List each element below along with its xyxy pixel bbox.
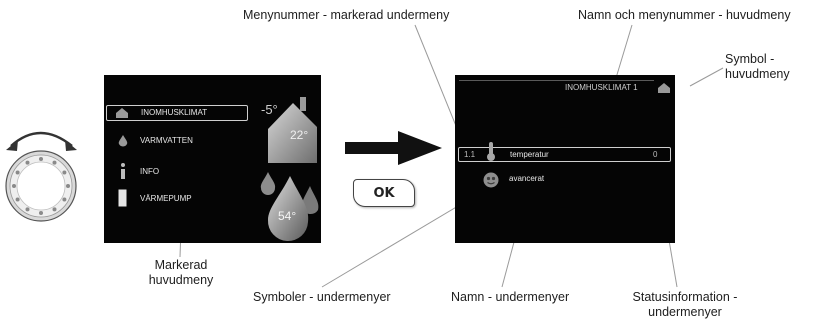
label-symbols-submenus: Symboler - undermenyer [253,290,391,304]
leader-main-name [615,24,633,79]
rotation-arrowhead-left [6,140,18,151]
label-marked-main-line1: Markerad [154,258,208,272]
heat-pump-icon [118,189,127,207]
drop-icon [118,135,128,147]
ok-button[interactable]: OK [353,179,415,207]
submenu-header-line [459,80,654,81]
info-icon [121,163,125,179]
submenu-row-temperatur[interactable]: 1.1 temperatur 0 [458,142,671,162]
main-menu-screen: INOMHUSKLIMAT VARMVATTEN INFO VÄRMEPUMP [104,75,321,243]
label-status-line1: Statusinformation - [632,290,738,304]
rotation-arrowhead-right [65,140,77,151]
label-symbol-main-line2: huvudmeny [725,67,790,81]
submenu-row-label: avancerat [509,174,545,183]
submenu-screen: INOMHUSKLIMAT 1 1.1 temperatur 0 avancer… [455,75,675,243]
main-menu-item-varmvatten[interactable]: VARMVATTEN [107,133,247,147]
main-menu-item-inomhusklimat[interactable]: INOMHUSKLIMAT [106,105,248,121]
label-marked-main: Markerad huvudmeny [121,258,241,288]
label-symbol-main: Symbol - huvudmeny [725,52,790,82]
submenu-row-status: 0 [653,150,658,159]
submenu-row-number: 1.1 [464,150,476,159]
ok-button-label: OK [373,185,395,201]
house-icon [116,108,128,118]
label-name-submenus: Namn - undermenyer [451,290,570,304]
main-menu-item-varmepump[interactable]: VÄRMEPUMP [107,189,247,207]
submenu-header-title: INOMHUSKLIMAT 1 [565,83,638,92]
main-menu-item-label: INFO [140,167,160,176]
main-menu-item-info[interactable]: INFO [107,163,247,179]
main-menu-item-label: INOMHUSKLIMAT [141,108,208,117]
main-menu-item-label: VÄRMEPUMP [140,194,192,203]
label-menu-number-submenu: Menynummer - markerad undermeny [243,8,450,22]
forward-arrow-icon [345,131,442,165]
main-menu-item-label: VARMVATTEN [140,136,193,145]
thermometer-icon [487,142,495,161]
label-name-menu-number-main: Namn och menynummer - huvudmeny [578,8,791,22]
submenu-row-avancerat[interactable]: avancerat [458,171,669,189]
outdoor-temperature: -5° [261,102,278,117]
indoor-temperature: 22° [290,128,309,142]
submenu-row-label: temperatur [510,150,549,159]
rotation-arrow [10,131,73,147]
label-status-line2: undermenyer [648,305,722,319]
label-symbol-main-line1: Symbol - [725,52,775,66]
gear-icon [483,172,499,188]
label-status-submenus: Statusinformation - undermenyer [620,290,750,320]
indoor-house-icon [268,97,317,163]
control-knob-icon [5,150,77,222]
hot-water-drops-icon [260,172,319,242]
label-marked-main-line2: huvudmeny [148,273,214,287]
hot-water-temperature: 54° [278,209,297,223]
leader-main-symbol [689,67,724,87]
house-icon [658,83,670,93]
